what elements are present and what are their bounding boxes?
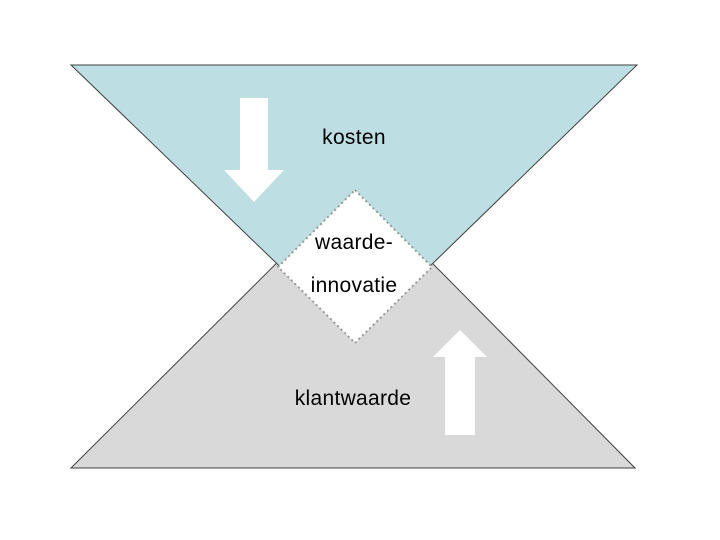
diamond-label-line2: innovatie [310,274,398,297]
top-triangle-label: kosten [322,126,386,149]
bottom-triangle-label: klantwaarde [294,387,412,410]
diamond-label-line1: waarde- [315,231,393,254]
down-arrow-icon [224,98,284,202]
center-diamond [276,188,434,345]
up-arrow-icon [433,330,487,435]
